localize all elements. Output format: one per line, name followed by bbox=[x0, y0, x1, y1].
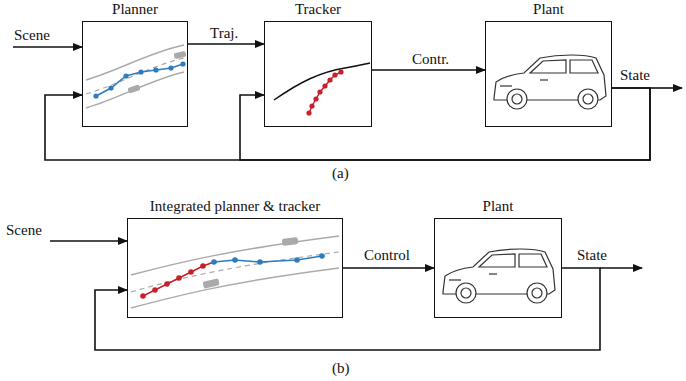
scene-arrow bbox=[13, 46, 82, 48]
edge-label: Control bbox=[362, 247, 412, 264]
signal-connector bbox=[343, 267, 434, 269]
integrated-road bbox=[131, 236, 339, 308]
signal-connector bbox=[95, 268, 600, 350]
block-box: Plant bbox=[434, 218, 562, 318]
block-box: Planner bbox=[82, 21, 188, 127]
edge-label: State bbox=[575, 247, 609, 264]
block-title: Plant bbox=[483, 198, 514, 215]
signal-connector bbox=[188, 43, 264, 45]
edge-label: Traj. bbox=[208, 25, 240, 42]
signal-label: Scene bbox=[6, 222, 42, 239]
block-title: Tracker bbox=[295, 1, 341, 18]
signal-connector bbox=[45, 88, 650, 160]
signal-connector bbox=[240, 88, 650, 160]
planner-road bbox=[86, 45, 186, 108]
signal-connector bbox=[372, 69, 485, 71]
edge-label: State bbox=[618, 67, 652, 84]
edge-label: Contr. bbox=[410, 51, 451, 68]
block-title: Planner bbox=[112, 1, 158, 18]
scene-arrow bbox=[50, 240, 127, 242]
car-drawing bbox=[494, 55, 606, 109]
block-box: Tracker bbox=[264, 21, 372, 127]
output-arrow bbox=[600, 267, 642, 269]
block-title: Plant bbox=[533, 1, 564, 18]
block-box: Integrated planner & tracker bbox=[127, 218, 343, 318]
signal-label: (b) bbox=[332, 360, 350, 377]
signal-label: (a) bbox=[332, 165, 349, 182]
block-title: Integrated planner & tracker bbox=[150, 198, 320, 215]
tracker-trajectory bbox=[274, 63, 370, 116]
block-box: Plant bbox=[485, 21, 612, 127]
output-arrow bbox=[650, 87, 682, 89]
signal-label: Scene bbox=[14, 27, 50, 44]
car-drawing bbox=[443, 249, 555, 303]
